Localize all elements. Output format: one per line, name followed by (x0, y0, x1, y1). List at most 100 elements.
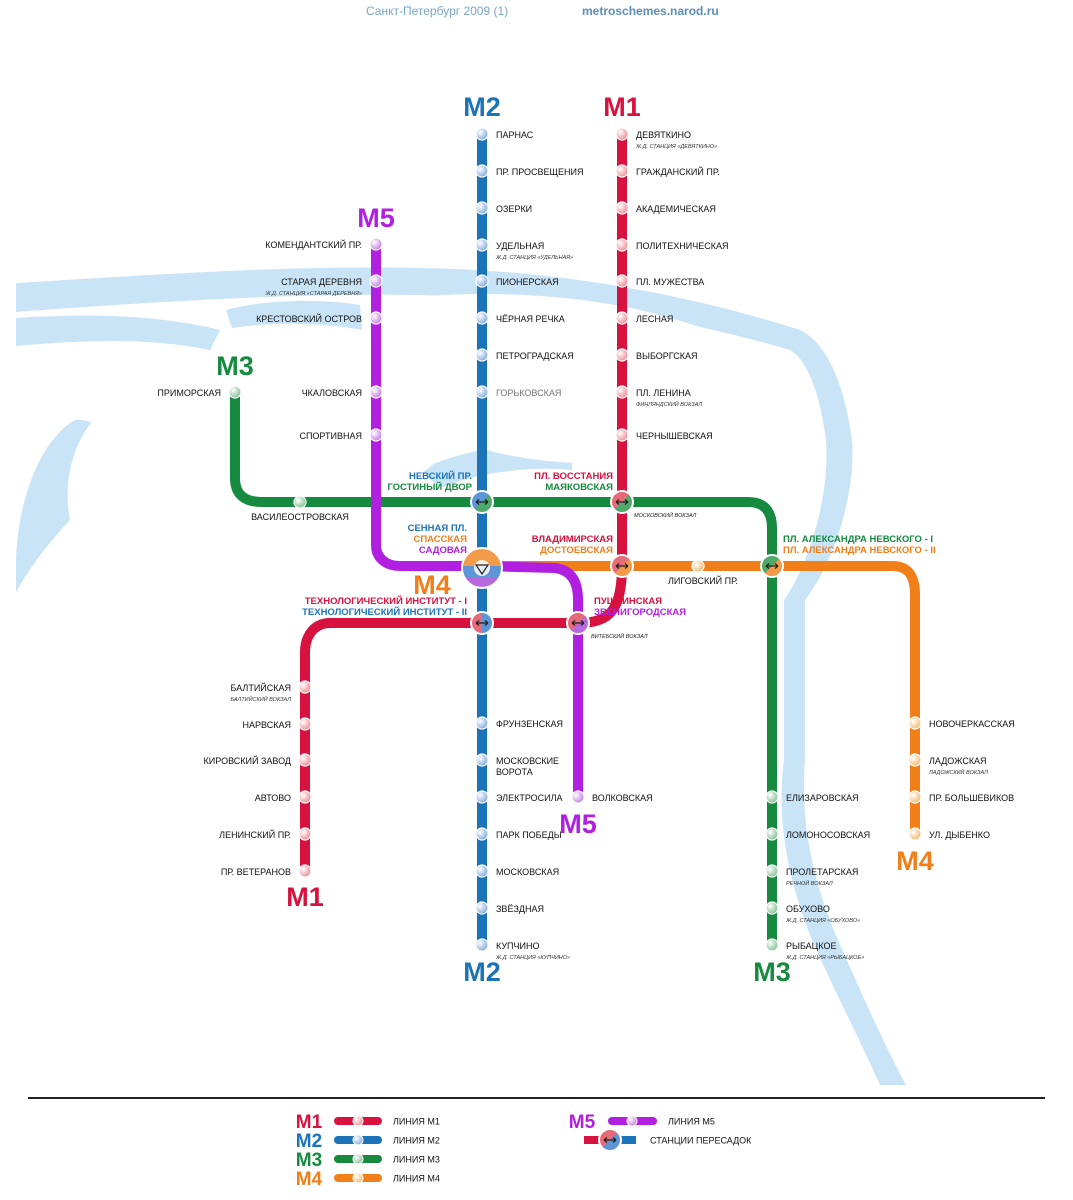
station-marker[interactable] (298, 717, 312, 731)
station-marker[interactable] (571, 790, 585, 804)
legend-station-sample (626, 1115, 638, 1127)
station-marker[interactable] (475, 348, 489, 362)
legend-station-sample (352, 1134, 364, 1146)
station-marker[interactable] (475, 274, 489, 288)
transfer-arrow-icon (615, 563, 629, 569)
station-marker[interactable] (475, 238, 489, 252)
station-label: ГОРЬКОВСКАЯ (496, 388, 561, 398)
station-marker[interactable] (765, 827, 779, 841)
station-label: ЕЛИЗАРОВСКАЯ (786, 793, 859, 803)
station-marker[interactable] (615, 348, 629, 362)
station-marker[interactable] (475, 938, 489, 952)
station-marker[interactable] (765, 901, 779, 915)
station-marker[interactable] (615, 201, 629, 215)
legend-badge-m5: М5 (569, 1112, 596, 1133)
station-marker[interactable] (475, 385, 489, 399)
station-label: КРЕСТОВСКИЙ ОСТРОВ (256, 313, 362, 324)
station-marker[interactable] (475, 311, 489, 325)
station-marker[interactable] (369, 311, 383, 325)
transfer-label: ВЛАДИМИРСКАЯ (532, 534, 613, 545)
triple-transfer-icon (474, 564, 490, 576)
transfer-label: СЕННАЯ ПЛ. (408, 523, 467, 534)
station-marker[interactable] (293, 495, 307, 509)
transfer-label: ТЕХНОЛОГИЧЕСКИЙ ИНСТИТУТ - I (305, 595, 467, 607)
legend-station-sample (352, 1172, 364, 1184)
station-label: НАРВСКАЯ (243, 720, 291, 730)
station-note: ФИНЛЯНДСКИЙ ВОКЗАЛ (636, 400, 702, 408)
line-badge-m2: М2 (463, 92, 501, 122)
station-marker[interactable] (615, 428, 629, 442)
transfer-arrow-icon (571, 620, 585, 626)
transfer-label: МОСКОВСКИЙ ВОКЗАЛ (634, 511, 697, 519)
line-m4-track (477, 561, 920, 840)
station-marker[interactable] (228, 385, 242, 399)
station-label: ПАРНАС (496, 130, 534, 140)
station-marker[interactable] (615, 164, 629, 178)
station-label: УЛ. ДЫБЕНКО (929, 830, 990, 840)
station-marker[interactable] (369, 274, 383, 288)
station-marker[interactable] (615, 127, 629, 141)
station-label: ЭЛЕКТРОСИЛА (496, 793, 563, 803)
station-marker[interactable] (298, 790, 312, 804)
transfer-icon (474, 560, 490, 576)
station-label: ПЛ. МУЖЕСТВА (636, 277, 704, 287)
station-label: ВЫБОРГСКАЯ (636, 351, 698, 361)
station-marker[interactable] (765, 938, 779, 952)
station-marker[interactable] (298, 827, 312, 841)
transfer-label: ПЛ. ВОССТАНИЯ (534, 471, 613, 482)
island-petrogradsky (390, 294, 796, 466)
station-note: Ж.Д. СТАНЦИЯ «УДЕЛЬНАЯ» (495, 255, 573, 261)
station-marker[interactable] (298, 753, 312, 767)
station-note: Ж.Д. СТАНЦИЯ «ОБУХОВО» (785, 918, 860, 924)
transfer-label: ДОСТОЕВСКАЯ (540, 545, 613, 556)
station-label: СТАРАЯ ДЕРЕВНЯ (281, 277, 362, 287)
station-marker[interactable] (765, 790, 779, 804)
station-marker[interactable] (369, 428, 383, 442)
station-marker[interactable] (475, 716, 489, 730)
transfer-label: ПУШКИНСКАЯ (594, 596, 662, 607)
transfer-label: СПАССКАЯ (413, 534, 467, 545)
station-marker[interactable] (475, 753, 489, 767)
transfer-label: МАЯКОВСКАЯ (545, 482, 613, 493)
legend-label: ЛИНИЯ М2 (393, 1136, 440, 1146)
line-badge-m3: М3 (753, 957, 791, 987)
station-marker[interactable] (908, 790, 922, 804)
station-marker[interactable] (475, 164, 489, 178)
legend-badge-m3: М3 (296, 1150, 322, 1171)
station-marker[interactable] (908, 827, 922, 841)
station-label: ПР. БОЛЬШЕВИКОВ (929, 793, 1014, 803)
station-marker[interactable] (298, 864, 312, 878)
station-marker[interactable] (369, 237, 383, 251)
station-marker[interactable] (475, 901, 489, 915)
station-label: ГРАЖДАНСКИЙ ПР. (636, 166, 720, 177)
station-note: Ж.Д. СТАНЦИЯ «КУПЧИНО» (495, 955, 570, 961)
station-marker[interactable] (615, 311, 629, 325)
station-label: МОСКОВСКИЕ (496, 756, 559, 766)
station-label: ЛЕСНАЯ (636, 314, 673, 324)
station-marker[interactable] (475, 127, 489, 141)
transfer-label: ТЕХНОЛОГИЧЕСКИЙ ИНСТИТУТ - II (302, 606, 467, 618)
station-marker[interactable] (615, 274, 629, 288)
station-marker[interactable] (615, 385, 629, 399)
station-marker[interactable] (369, 385, 383, 399)
station-marker[interactable] (908, 753, 922, 767)
station-marker[interactable] (475, 864, 489, 878)
station-marker[interactable] (298, 680, 312, 694)
station-marker[interactable] (765, 864, 779, 878)
line-badge-m2: М2 (463, 957, 501, 987)
transfer-arrow-icon (475, 499, 489, 505)
station-marker[interactable] (691, 559, 705, 573)
station-label: ВОЛКОВСКАЯ (592, 793, 653, 803)
site-link[interactable]: metroschemes.narod.ru (582, 4, 719, 18)
station-marker[interactable] (475, 790, 489, 804)
station-label: ЛАДОЖСКАЯ (929, 756, 987, 766)
transfer-label: ПЛ. АЛЕКСАНДРА НЕВСКОГО - I (783, 534, 933, 545)
station-note: Ж.Д. СТАНЦИЯ «СТАРАЯ ДЕРЕВНЯ» (264, 291, 362, 297)
station-label: ДЕВЯТКИНО (636, 130, 691, 140)
station-marker[interactable] (908, 716, 922, 730)
station-marker[interactable] (475, 827, 489, 841)
legend-station-sample (352, 1153, 364, 1165)
map-title: Санкт-Петербург 2009 (1) (366, 4, 509, 18)
station-marker[interactable] (615, 238, 629, 252)
station-marker[interactable] (475, 201, 489, 215)
